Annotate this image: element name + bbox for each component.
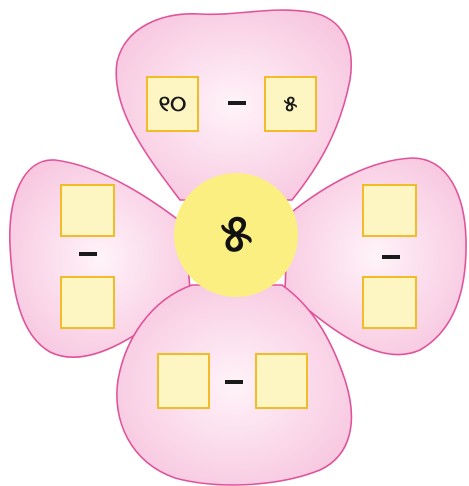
center-number: ୫ — [175, 173, 298, 296]
bottom-petal-left-box[interactable] — [157, 353, 210, 409]
top-petal-minus-sign — [228, 101, 246, 105]
left-petal-top-box[interactable] — [60, 184, 115, 237]
bottom-petal-minus-sign — [225, 380, 243, 384]
left-petal-minus-sign — [79, 252, 97, 256]
left-petal-bottom-box[interactable] — [60, 276, 115, 329]
right-petal-top-box[interactable] — [362, 184, 417, 237]
top-petal-right-box: ୫ — [264, 76, 317, 132]
right-petal-minus-sign — [382, 255, 400, 259]
right-petal-bottom-box[interactable] — [362, 276, 417, 329]
top-petal-left-box: ୧୦ — [146, 76, 199, 132]
bottom-petal-right-box[interactable] — [255, 353, 308, 409]
